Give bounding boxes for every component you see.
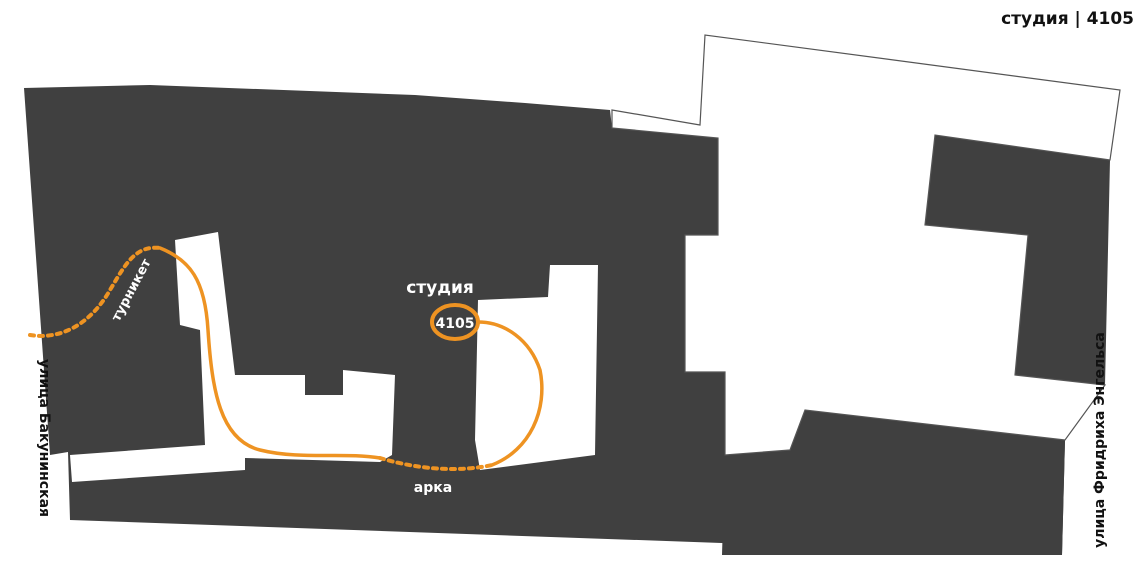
room-marker-ring — [430, 303, 480, 341]
page-title: студия | 4105 — [1001, 9, 1134, 29]
street-left-label: улица Бакунинская — [36, 359, 52, 517]
route-solid-courtyard — [158, 246, 382, 460]
arch-label: арка — [414, 480, 452, 496]
studio-label: студия — [406, 278, 474, 298]
room-number-label: 4105 — [436, 316, 475, 332]
route — [28, 245, 544, 472]
courtyards — [70, 34, 1121, 482]
route-dotted-entry — [28, 245, 162, 338]
route-solid-to-room — [476, 320, 544, 467]
courtyard-left — [70, 232, 395, 482]
plot-outline-top-right — [611, 34, 1121, 456]
building-lower-right — [722, 410, 1065, 555]
building-right — [925, 135, 1110, 385]
courtyard-center — [475, 265, 598, 470]
street-right-label: улица Фридриха Энгельса — [1092, 332, 1108, 548]
route-dotted-arch — [378, 456, 494, 472]
